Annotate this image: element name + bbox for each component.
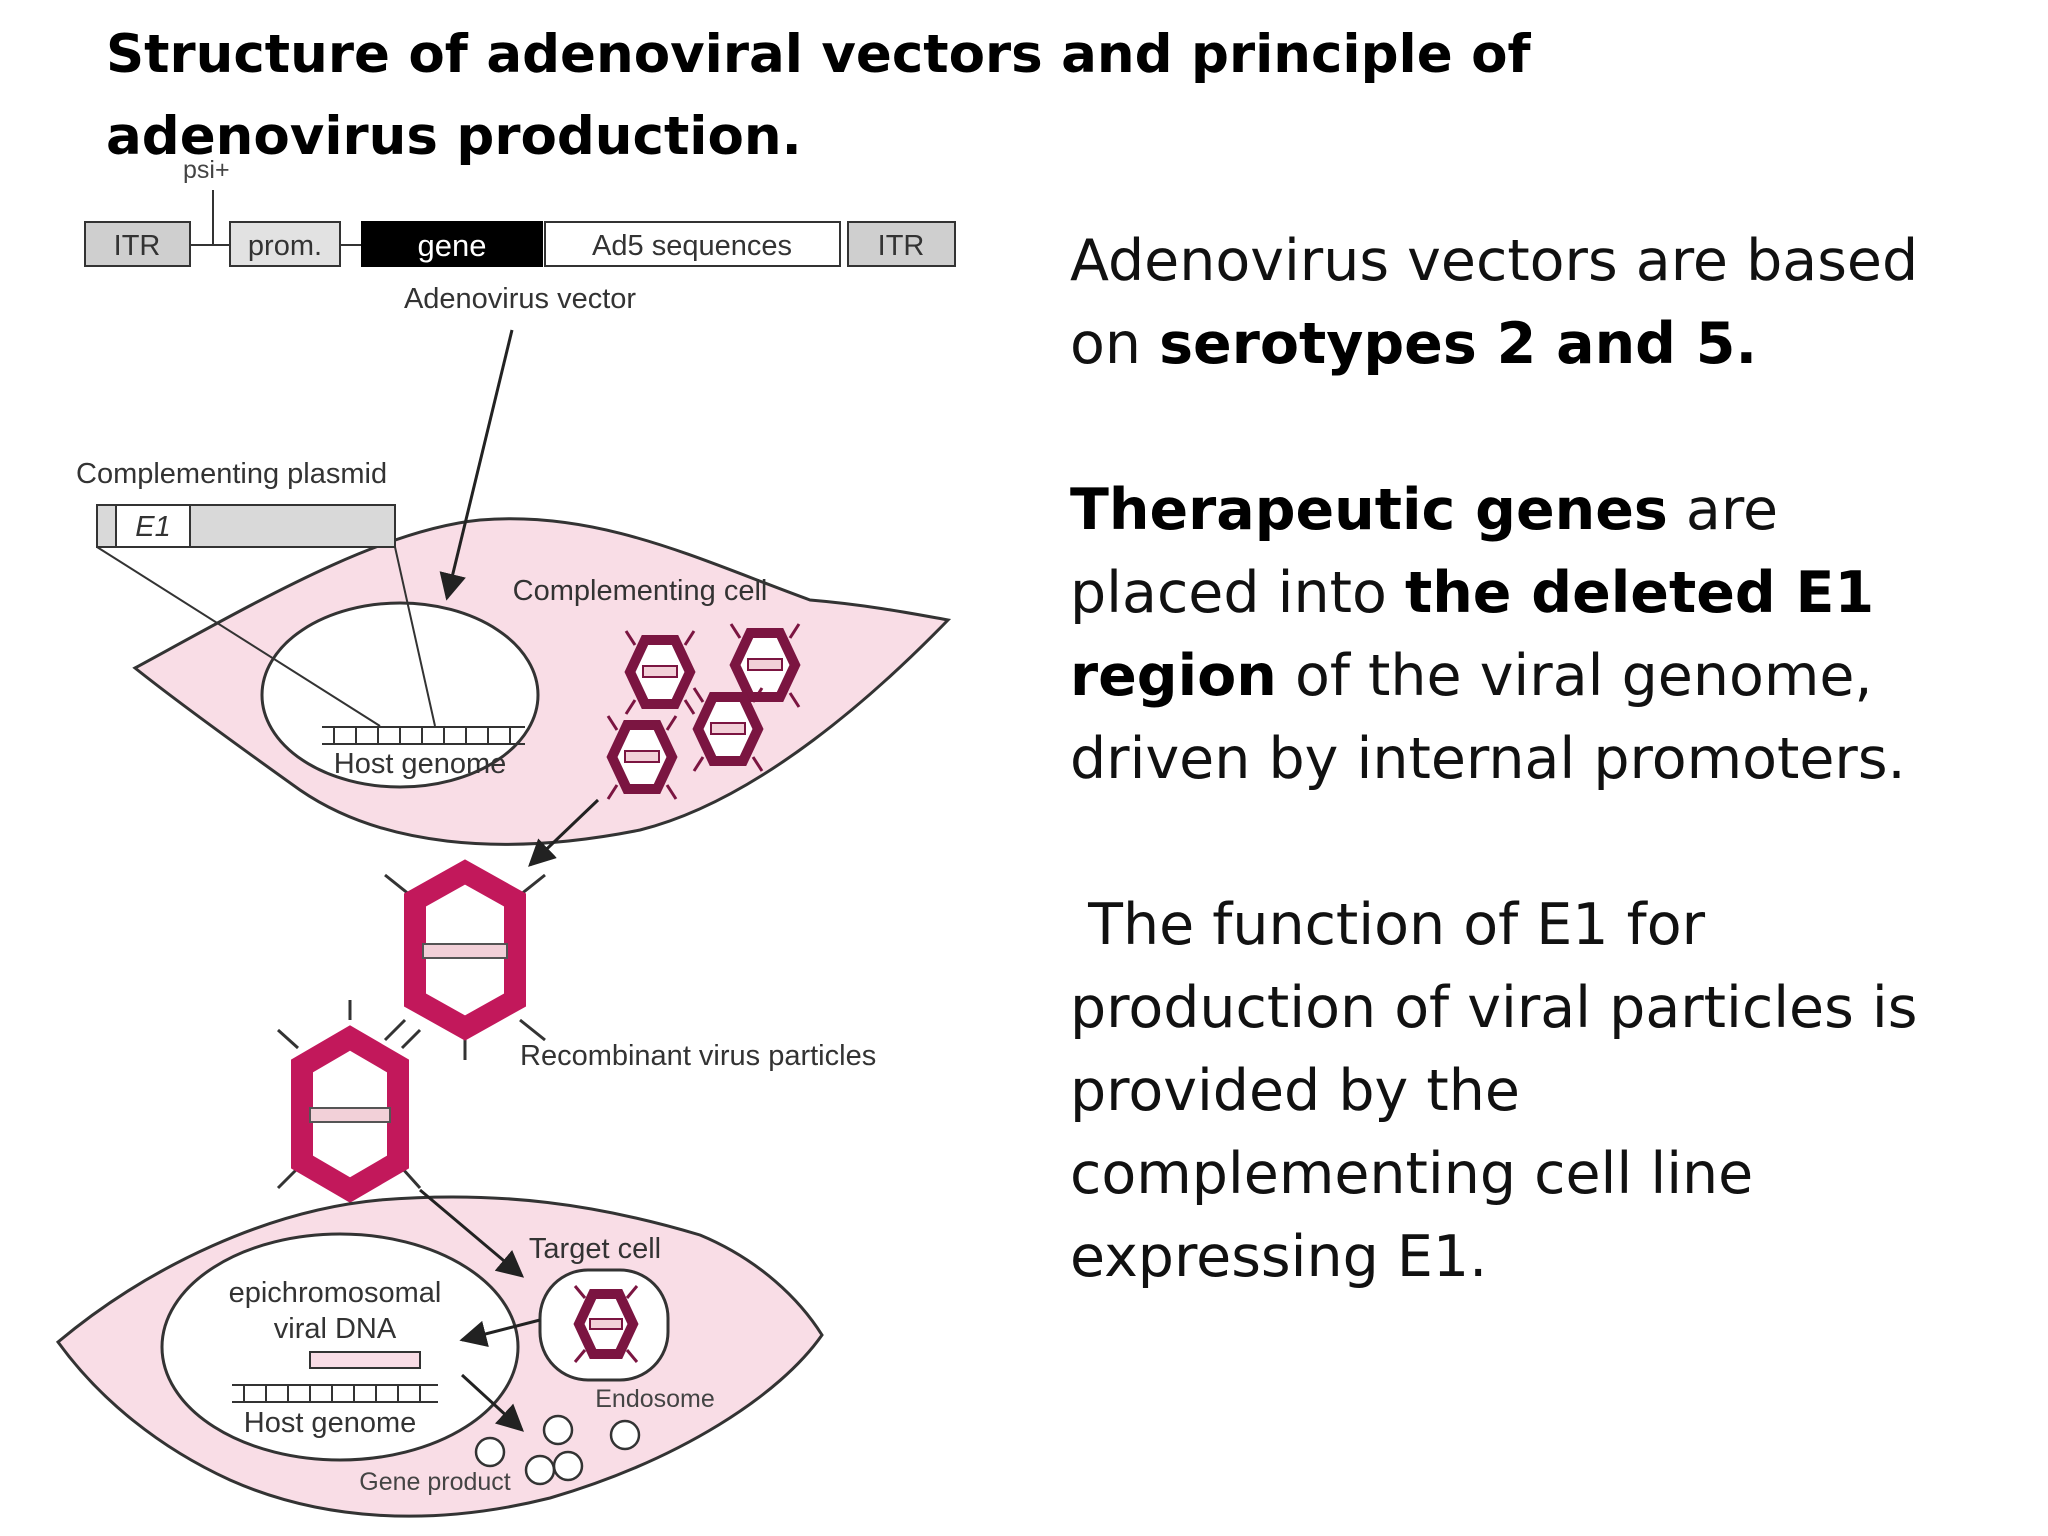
virion-large-1 xyxy=(383,859,546,1060)
prom-label: prom. xyxy=(248,230,322,262)
host-genome-ladder-2 xyxy=(232,1384,438,1403)
epichromosomal-label-2: viral DNA xyxy=(274,1313,397,1345)
complementing-plasmid-label: Complementing plasmid xyxy=(76,458,387,490)
epichromosomal-dna-bar xyxy=(309,1351,421,1369)
paragraph-e1-function: The function of E1 for production of vir… xyxy=(1070,892,1936,1290)
virion-endosome xyxy=(573,1285,639,1363)
virion-small-2 xyxy=(729,623,801,708)
e1-label: E1 xyxy=(135,511,170,543)
gene-product-circles xyxy=(474,1414,641,1486)
adenovirus-diagram: psi+ ITR prom. gene Ad5 sequences ITR Ad… xyxy=(55,156,956,1518)
plasmid-integration-line-right xyxy=(394,546,436,727)
ad5-label: Ad5 sequences xyxy=(592,230,792,262)
body-text: Adenovirus vectors are based on serotype… xyxy=(1070,220,1970,1382)
itr-left-label: ITR xyxy=(114,230,161,262)
prom-box xyxy=(229,221,341,267)
epichromosomal-label-1: epichromosomal xyxy=(229,1277,442,1309)
host-genome-label-1: Host genome xyxy=(334,748,507,780)
paragraph-serotypes: Adenovirus vectors are based on serotype… xyxy=(1070,228,1919,377)
expression-arrow xyxy=(460,1373,524,1432)
infection-arrow xyxy=(419,1188,525,1278)
slide-title: Structure of adenoviral vectors and prin… xyxy=(106,24,1531,167)
e1-box xyxy=(115,504,191,548)
recombinant-particles-label: Recombinant virus particles xyxy=(520,1040,876,1072)
vector-entry-arrow xyxy=(439,329,514,601)
target-nucleus xyxy=(160,1232,520,1462)
host-genome-ladder-1 xyxy=(322,726,525,745)
vector-caption: Adenovirus vector xyxy=(404,283,636,315)
itr-right-label: ITR xyxy=(878,230,925,262)
endosome-label: Endosome xyxy=(595,1385,715,1413)
psi-label: psi+ xyxy=(183,156,230,184)
virion-small-3 xyxy=(692,687,764,772)
virion-small-4 xyxy=(606,715,678,800)
gene-box xyxy=(361,221,543,267)
complementing-nucleus xyxy=(260,601,540,789)
gene-label: gene xyxy=(418,228,487,263)
paragraph-therapeutic-genes: Therapeutic genes are placed into the de… xyxy=(1070,477,1906,792)
vector-construct: psi+ ITR prom. gene Ad5 sequences ITR Ad… xyxy=(84,156,956,315)
complementing-cell-label: Complementing cell xyxy=(513,575,768,607)
itr-right-box xyxy=(847,221,956,267)
ad5-box xyxy=(544,221,841,267)
target-cell-label: Target cell xyxy=(529,1233,661,1265)
virion-large-2 xyxy=(276,1000,422,1203)
nuclear-entry-arrow xyxy=(459,1318,541,1348)
virion-small-1 xyxy=(624,630,696,715)
plasmid-integration-line-left xyxy=(96,546,381,727)
host-genome-label-2: Host genome xyxy=(244,1407,417,1439)
itr-left-box xyxy=(84,221,191,267)
release-arrow xyxy=(528,798,600,867)
complementing-cell xyxy=(132,517,952,846)
gene-product-label: Gene product xyxy=(359,1468,511,1496)
